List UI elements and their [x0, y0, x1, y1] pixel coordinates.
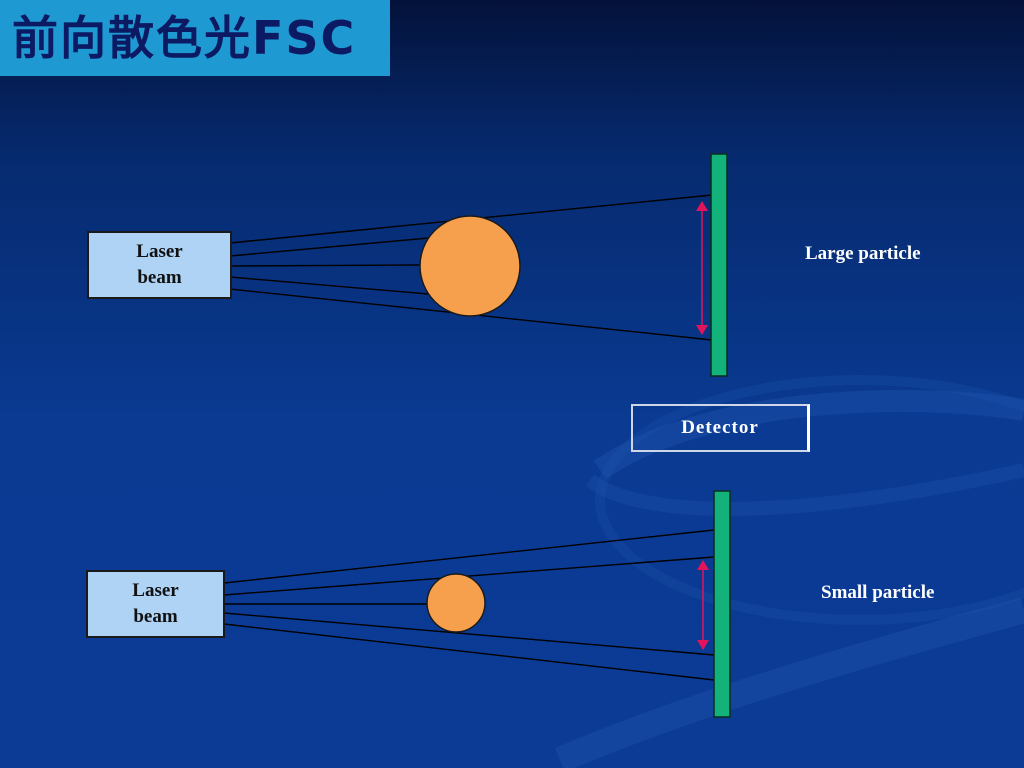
small-particle-label: Small particle	[821, 582, 935, 603]
small-particle-circle	[426, 573, 486, 633]
bottom-beam-lines	[223, 529, 715, 681]
bottom-laser-line2: beam	[133, 606, 178, 627]
top-laser-line2: beam	[137, 267, 182, 288]
top-laser-beam-box: Laser beam	[87, 231, 232, 299]
detector-label: Detector	[681, 417, 759, 438]
page-title: 前向散色光FSC	[0, 0, 390, 76]
detector-label-box: Detector	[631, 404, 810, 452]
top-detector-screen	[710, 153, 728, 377]
bottom-laser-beam-box: Laser beam	[86, 570, 225, 638]
large-particle-circle	[419, 215, 521, 317]
bottom-laser-line1: Laser	[132, 580, 179, 601]
large-particle-label: Large particle	[805, 243, 921, 264]
top-laser-line1: Laser	[136, 241, 183, 262]
bottom-detector-screen	[713, 490, 731, 718]
